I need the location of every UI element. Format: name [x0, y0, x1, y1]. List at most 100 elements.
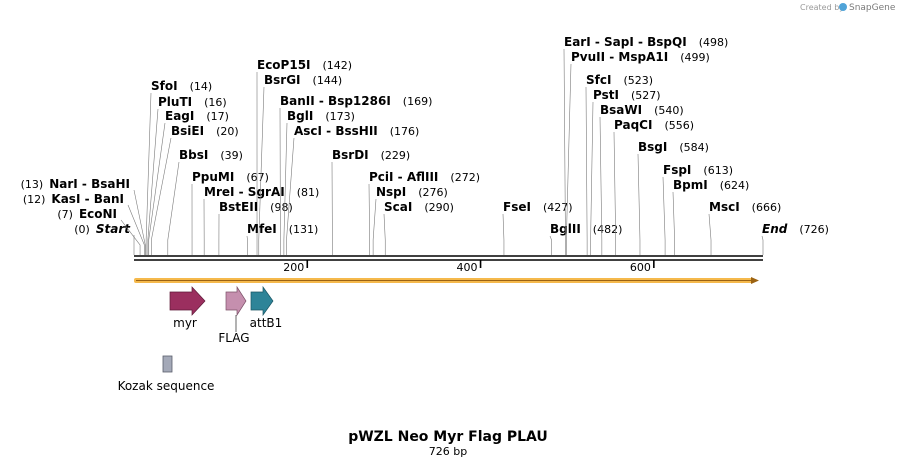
- site-name: MreI - SgrAI: [204, 185, 285, 199]
- site-leader: [120, 219, 141, 255]
- site-pvuii-mspa1i[interactable]: PvuII - MspA1I(499): [566, 50, 710, 255]
- feature-attb1[interactable]: attB1: [250, 285, 283, 330]
- site-position: (81): [297, 186, 320, 199]
- site-sfci[interactable]: SfcI (523): [585, 73, 653, 255]
- orf-arrow[interactable]: [134, 277, 759, 284]
- site-name: PciI - AflIII: [369, 170, 438, 184]
- site-sfoi[interactable]: SfoI (14): [145, 79, 213, 255]
- site-fspi[interactable]: FspI (613): [662, 163, 733, 255]
- site-name: End: [762, 222, 788, 236]
- site-position: (17): [206, 110, 229, 123]
- feature-label-flag: FLAG: [218, 331, 249, 345]
- site-position: (98): [270, 201, 293, 214]
- site-name: BsiEI: [171, 124, 204, 138]
- feature-label-attb1: attB1: [250, 316, 283, 330]
- credit-brand[interactable]: SnapGene: [849, 3, 896, 13]
- site-bpmi[interactable]: BpmI(624): [672, 178, 749, 255]
- site-position: (229): [381, 149, 411, 162]
- site-name: PaqCI: [614, 118, 652, 132]
- site-name: EcoP15I: [257, 58, 311, 72]
- site-end[interactable]: End(726): [761, 222, 829, 255]
- snapgene-logo-icon: [839, 3, 847, 11]
- site-position: (14): [190, 80, 213, 93]
- site-leader: [613, 131, 617, 255]
- site-position: (290): [424, 201, 454, 214]
- site-name: NarI - BsaHI: [49, 177, 130, 191]
- site-nari-bsahi[interactable]: NarI - BsaHI (13): [21, 177, 146, 255]
- site-name: EarI - SapI - BspQI: [564, 35, 687, 49]
- site-bsgi[interactable]: BsgI (584): [637, 140, 709, 255]
- site-nspi[interactable]: NspI(276): [372, 185, 448, 255]
- site-msci[interactable]: MscI(666): [708, 200, 781, 255]
- feature-myr[interactable]: myr: [169, 286, 206, 330]
- plasmid-title: pWZL Neo Myr Flag PLAU: [348, 429, 548, 445]
- site-mrei-sgrai[interactable]: MreI - SgrAI (81): [203, 185, 320, 255]
- site-leader: [708, 213, 712, 255]
- site-position: (482): [593, 223, 623, 236]
- site-position: (39): [220, 149, 243, 162]
- site-eari-sapi-bspqi[interactable]: EarI - SapI - BspQI(498): [563, 35, 728, 255]
- site-eagi[interactable]: EagI (17): [148, 109, 229, 255]
- site-bsteii[interactable]: BstEII (98): [218, 200, 293, 255]
- site-name: BstEII: [219, 200, 258, 214]
- site-leader: [148, 122, 166, 255]
- site-bglii[interactable]: BglII(482): [549, 222, 623, 255]
- feature-kozak[interactable]: Kozak sequence: [118, 355, 215, 393]
- site-leader: [133, 189, 146, 255]
- site-position: (276): [418, 186, 448, 199]
- feature-flag[interactable]: FLAG: [218, 285, 250, 345]
- site-position: (540): [654, 104, 684, 117]
- site-position: (173): [325, 110, 355, 123]
- site-position: (144): [313, 74, 343, 87]
- site-position: (12): [23, 193, 46, 206]
- site-mfei[interactable]: MfeI(131): [246, 222, 318, 255]
- site-leader: [549, 235, 552, 255]
- credit-prefix: Created by: [800, 3, 844, 12]
- site-name: EagI: [165, 109, 194, 123]
- site-psti[interactable]: PstI(527): [590, 88, 661, 255]
- site-kasi-bani[interactable]: KasI - BanI (12): [23, 192, 145, 255]
- site-name: FspI: [663, 163, 691, 177]
- site-bsiei[interactable]: BsiEI (20): [151, 124, 239, 255]
- site-name: BsrGI: [264, 73, 301, 87]
- site-name: SfcI: [586, 73, 611, 87]
- site-leader: [599, 116, 603, 255]
- site-name: PvuII - MspA1I: [571, 50, 668, 64]
- site-pcii-afliii[interactable]: PciI - AflIII(272): [368, 170, 480, 255]
- site-name: BsgI: [638, 140, 667, 154]
- site-position: (7): [57, 208, 73, 221]
- site-bbsi[interactable]: BbsI(39): [167, 148, 243, 255]
- site-pluti[interactable]: PluTI(16): [147, 95, 227, 255]
- site-econi[interactable]: EcoNI (7): [57, 207, 141, 255]
- site-bgli[interactable]: BglI(173): [283, 109, 355, 255]
- site-leader: [372, 198, 377, 255]
- site-bsawi[interactable]: BsaWI(540): [599, 103, 684, 255]
- site-position: (523): [623, 74, 653, 87]
- site-name: BsrDI: [332, 148, 369, 162]
- site-leader: [566, 63, 572, 255]
- feature-label-myr: myr: [173, 316, 197, 330]
- site-ecop15i[interactable]: EcoP15I(142): [256, 58, 352, 255]
- site-position: (0): [74, 223, 90, 236]
- site-banii-bsp1286i[interactable]: BanII - Bsp1286I(169): [279, 94, 432, 255]
- site-leader: [383, 213, 386, 255]
- site-leader: [127, 204, 145, 255]
- site-position: (584): [679, 141, 709, 154]
- site-position: (13): [21, 178, 44, 191]
- site-start[interactable]: Start(0): [74, 222, 135, 255]
- site-position: (20): [216, 125, 239, 138]
- site-paqci[interactable]: PaqCI(556): [613, 118, 694, 255]
- site-ppumi[interactable]: PpuMI(67): [191, 170, 269, 255]
- site-scai[interactable]: ScaI(290): [383, 200, 454, 255]
- site-bsrdi[interactable]: BsrDI (229): [331, 148, 411, 255]
- site-position: (613): [703, 164, 733, 177]
- site-name: KasI - BanI: [51, 192, 124, 206]
- site-leader: [672, 191, 675, 255]
- site-name: MfeI: [247, 222, 277, 236]
- site-position: (16): [204, 96, 227, 109]
- site-name: SfoI: [151, 79, 178, 93]
- site-name: EcoNI: [79, 207, 117, 221]
- site-bsrgi[interactable]: BsrGI (144): [258, 73, 343, 255]
- site-asci-bsshii[interactable]: AscI - BssHII(176): [286, 124, 419, 255]
